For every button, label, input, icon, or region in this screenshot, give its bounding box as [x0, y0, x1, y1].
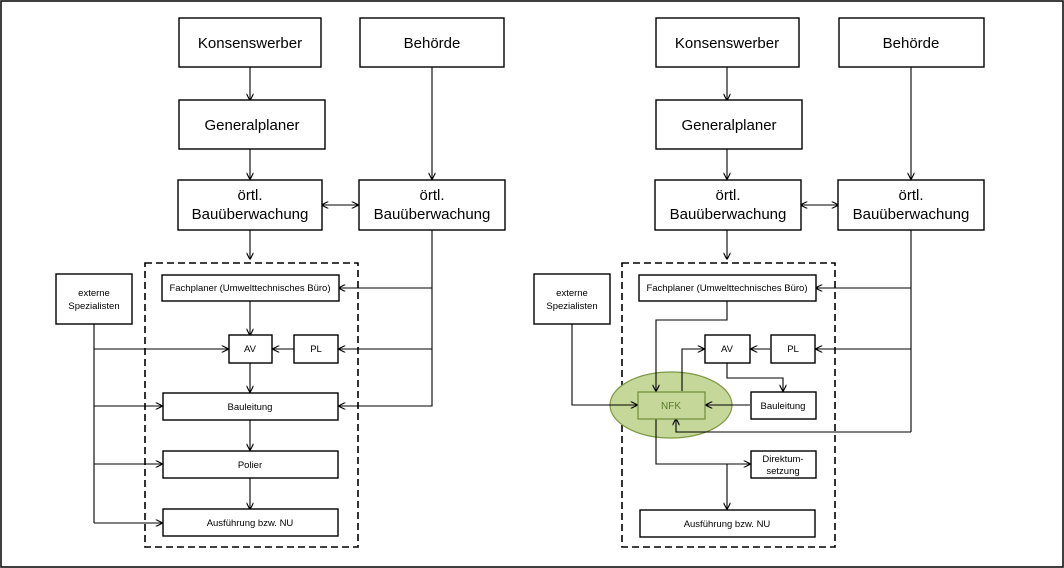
left-line-behoerde-bauleitung	[339, 230, 433, 406]
left-label-konsenswerber: Konsenswerber	[198, 35, 302, 52]
right-node-behoerde: Behörde	[838, 17, 985, 68]
right-label-oertl-b-line2: Bauüberwachung	[853, 206, 970, 223]
left-label-generalplaner: Generalplaner	[204, 117, 299, 134]
left-contractor-dashed-box	[144, 262, 359, 548]
left-label-bauleitung: Bauleitung	[228, 402, 273, 413]
right-label-nfk: NFK	[661, 401, 681, 412]
right-label-oertl-line2: Bauüberwachung	[670, 206, 787, 223]
right-diagram: Konsenswerber Behörde Generalplaner örtl…	[533, 17, 985, 548]
right-label-oertl-line1: örtl.	[715, 187, 740, 204]
right-node-pl: PL	[770, 334, 816, 364]
right-connectors	[571, 67, 911, 509]
right-label-bauleitung: Bauleitung	[761, 401, 806, 412]
right-label-direkt-line2: setzung	[766, 466, 799, 477]
left-node-konsenswerber: Konsenswerber	[178, 17, 322, 68]
right-line-nfk-av	[681, 349, 704, 391]
left-connectors	[93, 67, 433, 523]
left-node-generalplaner: Generalplaner	[178, 99, 326, 150]
left-node-ausfuehrung: Ausführung bzw. NU	[162, 508, 339, 537]
right-line-behoerde-nfk	[676, 419, 911, 433]
left-label-fachplaner: Fachplaner (Umwelttechnisches Büro)	[169, 283, 330, 294]
right-label-av: AV	[721, 344, 734, 355]
left-node-oertl-bauueberwachung-behoerde: örtl. Bauüberwachung	[358, 179, 506, 231]
right-label-behoerde: Behörde	[883, 35, 940, 52]
right-label-direkt-line1: Direktum-	[762, 454, 803, 465]
left-label-oertl-b-line2: Bauüberwachung	[374, 206, 491, 223]
right-line-externe-nfk	[571, 324, 637, 405]
left-node-polier: Polier	[162, 450, 339, 479]
left-node-externe-spezialisten: externe Spezialisten	[55, 273, 133, 325]
right-line-nfk-direktumsetzung	[655, 419, 750, 464]
right-node-ausfuehrung: Ausführung bzw. NU	[639, 509, 816, 538]
left-node-fachplaner: Fachplaner (Umwelttechnisches Büro)	[161, 274, 340, 302]
right-line-fachplaner-nfk	[656, 301, 728, 391]
right-label-pl: PL	[787, 344, 799, 355]
left-label-av: AV	[244, 344, 257, 355]
right-label-konsenswerber: Konsenswerber	[675, 35, 779, 52]
right-label-oertl-b-line1: örtl.	[898, 187, 923, 204]
right-node-nfk: NFK	[637, 391, 706, 420]
right-node-konsenswerber: Konsenswerber	[655, 17, 800, 68]
right-node-generalplaner: Generalplaner	[655, 99, 803, 150]
left-label-behoerde: Behörde	[404, 35, 461, 52]
left-label-externe-line2: Spezialisten	[68, 301, 119, 312]
left-label-oertl-b-line1: örtl.	[419, 187, 444, 204]
left-node-oertl-bauueberwachung: örtl. Bauüberwachung	[177, 179, 323, 231]
right-label-fachplaner: Fachplaner (Umwelttechnisches Büro)	[646, 283, 807, 294]
right-node-oertl-bauueberwachung-behoerde: örtl. Bauüberwachung	[837, 179, 985, 231]
right-node-fachplaner: Fachplaner (Umwelttechnisches Büro)	[638, 274, 817, 302]
right-label-generalplaner: Generalplaner	[681, 117, 776, 134]
right-label-externe-line2: Spezialisten	[546, 301, 597, 312]
right-node-bauleitung: Bauleitung	[750, 391, 817, 420]
right-node-externe-spezialisten: externe Spezialisten	[533, 273, 611, 325]
right-line-av-bauleitung	[726, 363, 783, 391]
left-label-oertl-line2: Bauüberwachung	[192, 206, 309, 223]
left-label-externe-line1: externe	[78, 288, 110, 299]
left-label-pl: PL	[310, 344, 322, 355]
left-node-av: AV	[228, 334, 273, 364]
right-node-av: AV	[704, 334, 751, 364]
left-label-oertl-line1: örtl.	[237, 187, 262, 204]
left-label-polier: Polier	[238, 460, 262, 471]
right-label-externe-line1: externe	[556, 288, 588, 299]
right-node-direktumsetzung: Direktum- setzung	[750, 450, 817, 479]
left-label-ausfuehrung: Ausführung bzw. NU	[207, 518, 294, 529]
left-node-behoerde: Behörde	[359, 17, 505, 68]
right-node-oertl-bauueberwachung: örtl. Bauüberwachung	[654, 179, 802, 231]
right-label-ausfuehrung: Ausführung bzw. NU	[684, 519, 771, 530]
left-node-pl: PL	[293, 334, 339, 364]
left-diagram: Konsenswerber Behörde Generalplaner örtl…	[55, 17, 506, 548]
left-node-bauleitung: Bauleitung	[162, 392, 339, 421]
